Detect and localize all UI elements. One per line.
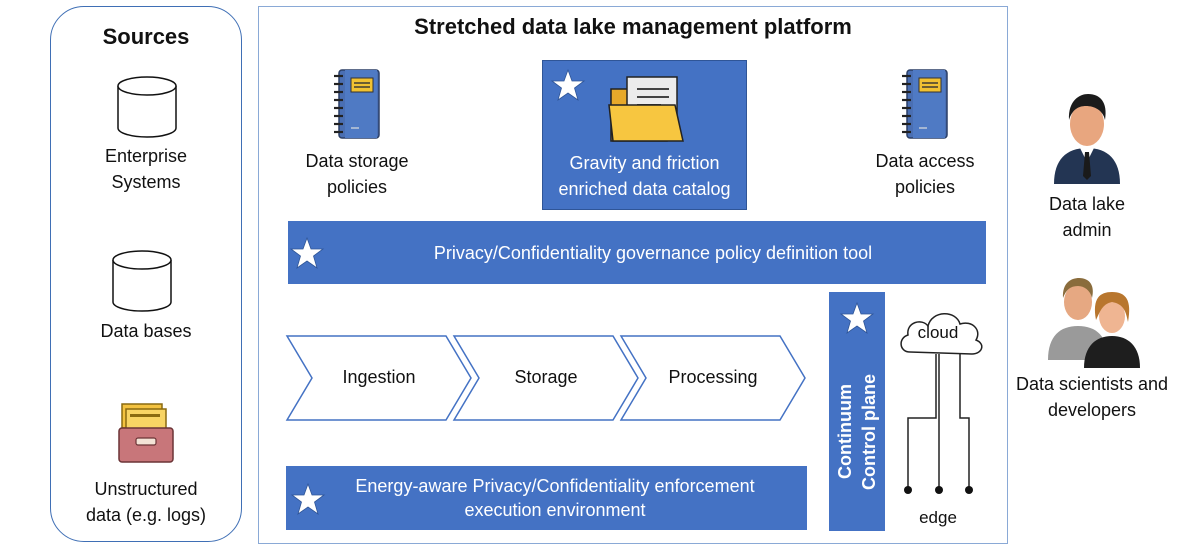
users-icon (1048, 278, 1140, 368)
pipeline-chevrons (285, 335, 806, 421)
cloud-icon (900, 313, 983, 355)
star-icon (289, 236, 325, 269)
enforcement-environment-label: Energy-aware Privacy/Confidentiality enf… (355, 476, 755, 520)
processing-chevron (619, 335, 806, 421)
scientists-label: Data scientists and developers (1015, 374, 1169, 420)
ingestion-chevron (285, 335, 472, 421)
cloud-label: cloud (917, 323, 959, 342)
notebook-icon (334, 69, 380, 139)
source-enterprise-label: Enterprise Systems (104, 146, 188, 192)
ingestion-label: Ingestion (342, 367, 416, 387)
source-unstructured-label: Unstructured data (e.g. logs) (85, 479, 207, 525)
star-icon (290, 482, 326, 515)
admin-person-icon (1054, 94, 1120, 184)
enforcement-environment-bar (286, 466, 807, 530)
privacy-governance-tool-label: Privacy/Confidentiality governance polic… (433, 243, 873, 263)
database-icon (112, 250, 172, 312)
storage-label: Storage (514, 367, 578, 387)
cloud-edge-diagram (900, 313, 983, 494)
file-cabinet-icon (118, 403, 174, 463)
notebook-icon (902, 69, 948, 139)
database-icon (117, 76, 177, 138)
sources-panel (50, 6, 242, 542)
data-catalog-label: Gravity and friction enriched data catal… (558, 153, 731, 199)
storage-chevron (452, 335, 639, 421)
folder-icon (608, 76, 684, 142)
admin-label: Data lake admin (1048, 194, 1126, 240)
continuum-control-plane-label: Continuum Control plane (835, 373, 879, 490)
platform-panel (258, 6, 1008, 544)
storage-policies-label: Data storage policies (305, 151, 409, 197)
processing-label: Processing (668, 367, 758, 387)
access-policies-label: Data access policies (875, 151, 975, 197)
privacy-governance-tool-bar (288, 221, 986, 284)
edge-label: edge (919, 508, 957, 527)
sources-title: Sources (102, 24, 190, 49)
platform-title: Stretched data lake management platform (414, 14, 852, 39)
continuum-control-plane-bar (829, 292, 885, 531)
star-icon (550, 68, 586, 101)
source-databases-label: Data bases (100, 321, 192, 341)
star-icon (839, 301, 875, 334)
